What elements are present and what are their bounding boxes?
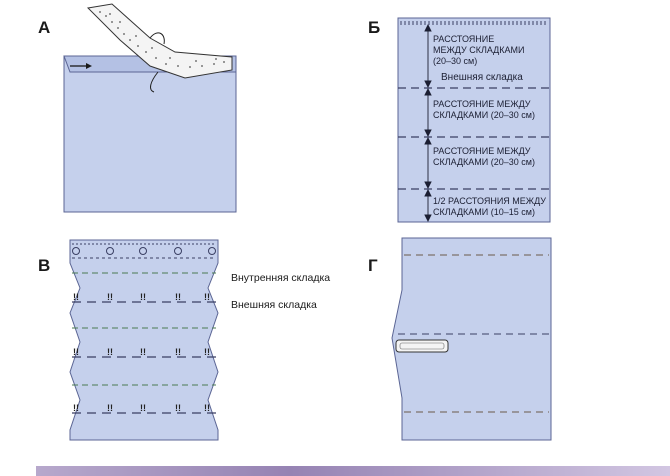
svg-text:!!: !! — [175, 347, 181, 357]
panel-b-label: СКЛАДКАМИ (20–30 см) — [433, 110, 535, 120]
panel-b-outer-fold-label: Внешняя складка — [441, 72, 523, 83]
panel-b-label: СКЛАДКАМИ (10–15 см) — [433, 207, 535, 217]
svg-text:!!: !! — [204, 403, 210, 413]
panel-b-label: РАССТОЯНИЕ МЕЖДУ — [433, 146, 531, 156]
svg-text:!!: !! — [140, 403, 146, 413]
svg-text:!!: !! — [140, 347, 146, 357]
svg-text:!!: !! — [204, 347, 210, 357]
panel-b-label: РАССТОЯНИЕ МЕЖДУ — [433, 99, 531, 109]
panel-b-label: (20–30 см) — [433, 56, 478, 66]
panel-v-letter: В — [38, 256, 51, 275]
panel-b-label: 1/2 РАССТОЯНИЯ МЕЖДУ — [433, 196, 547, 206]
ring — [106, 247, 114, 255]
inner-fold-label: Внутренняя складка — [231, 272, 331, 284]
panel-a-letter: А — [38, 18, 51, 37]
panel-v-drawing: !!!!!!!!!! !!!!!!!!!! !!!!!!!!!! — [69, 239, 219, 441]
panel-b-drawing — [397, 17, 551, 223]
svg-text:!!: !! — [107, 403, 113, 413]
svg-text:!!: !! — [73, 347, 79, 357]
bottom-decorative-band — [36, 466, 670, 476]
panel-g-fabric — [391, 237, 552, 441]
panel-b-label: РАССТОЯНИЕ — [433, 34, 495, 44]
panel-b-label: МЕЖДУ СКЛАДКАМИ — [433, 45, 525, 55]
svg-text:!!: !! — [175, 403, 181, 413]
ring — [139, 247, 147, 255]
svg-text:!!: !! — [140, 292, 146, 302]
panel-b-letter: Б — [368, 18, 381, 37]
ring — [208, 247, 216, 255]
panel-b-label: СКЛАДКАМИ (20–30 см) — [433, 157, 535, 167]
svg-text:!!: !! — [107, 347, 113, 357]
ring — [174, 247, 182, 255]
panel-v-fabric — [69, 239, 219, 441]
panel-g-pocket — [395, 339, 449, 353]
panel-a-tape — [86, 3, 233, 79]
svg-text:!!: !! — [175, 292, 181, 302]
panel-g-drawing — [391, 237, 552, 441]
panel-a-drawing — [63, 3, 237, 213]
panel-b-fabric — [397, 17, 551, 223]
panel-a-fabric — [63, 55, 237, 213]
ring — [72, 247, 80, 255]
svg-text:!!: !! — [204, 292, 210, 302]
svg-text:!!: !! — [73, 403, 79, 413]
svg-text:!!: !! — [107, 292, 113, 302]
svg-text:!!: !! — [73, 292, 79, 302]
panel-g-letter: Г — [368, 256, 378, 275]
outer-fold-label: Внешняя складка — [231, 299, 317, 311]
